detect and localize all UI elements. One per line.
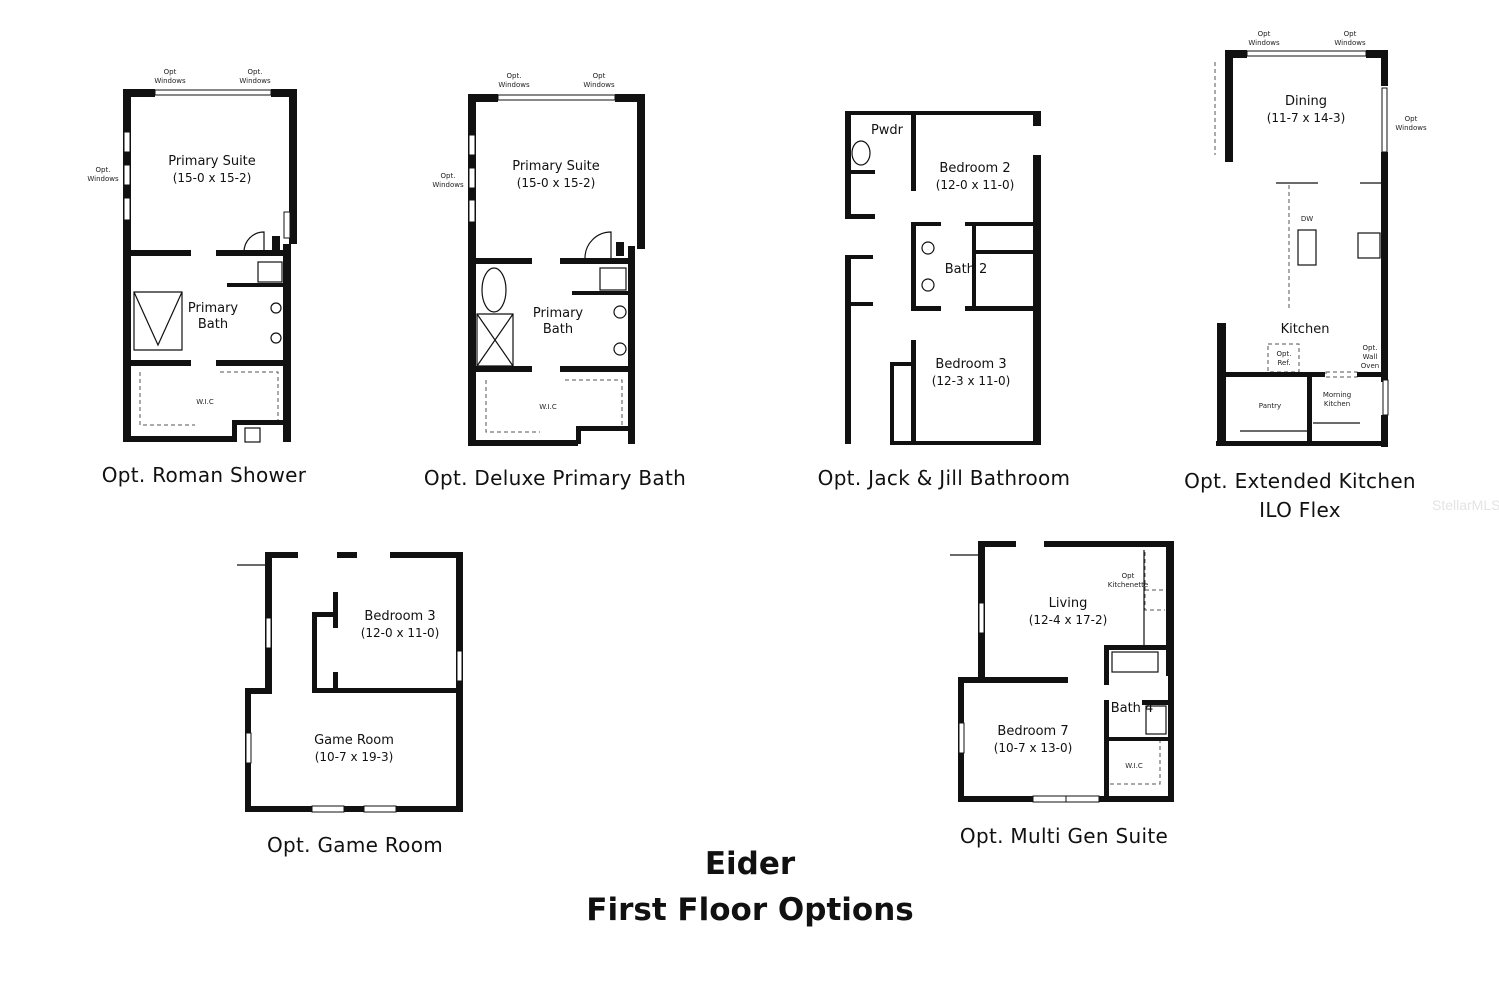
room-game-room: Game Room bbox=[314, 733, 394, 748]
room-bath-4: Bath 4 bbox=[1110, 701, 1154, 716]
room-pantry: Pantry bbox=[1258, 402, 1282, 410]
plan-jack-and-jill bbox=[845, 111, 1041, 445]
room-wic: W.I.C bbox=[1125, 762, 1143, 770]
room-primary-suite: Primary Suite bbox=[168, 154, 256, 169]
room-dimensions: (15-0 x 15-2) bbox=[172, 171, 252, 185]
watermark: StellarMLS bbox=[1432, 497, 1499, 513]
opt-windows-note: Opt.Windows bbox=[432, 172, 464, 189]
room-bedroom-3: Bedroom 3 bbox=[364, 609, 436, 624]
plan-game-room bbox=[237, 552, 463, 813]
title-model-name: Eider bbox=[704, 846, 796, 882]
opt-windows-note: Opt.Windows bbox=[239, 68, 271, 85]
page-title: Eider First Floor Options bbox=[586, 841, 913, 933]
plan-caption: Opt. Jack & Jill Bathroom bbox=[817, 466, 1071, 490]
dishwasher-label: DW bbox=[1300, 215, 1314, 223]
room-dimensions: (10-7 x 19-3) bbox=[314, 750, 394, 764]
room-dimensions: (12-0 x 11-0) bbox=[935, 178, 1015, 192]
plan-extended-kitchen bbox=[1214, 50, 1389, 447]
room-bath-2: Bath 2 bbox=[944, 262, 988, 277]
opt-windows-note: Opt.Windows bbox=[87, 166, 119, 183]
plan-caption: Opt. Game Room bbox=[266, 833, 444, 857]
room-pwdr: Pwdr bbox=[870, 123, 904, 138]
room-primary-suite: Primary Suite bbox=[512, 159, 600, 174]
room-dimensions: (12-4 x 17-2) bbox=[1028, 613, 1108, 627]
plan-caption: Opt. Deluxe Primary Bath bbox=[423, 466, 687, 490]
opt-ref-note: Opt.Ref. bbox=[1276, 350, 1292, 367]
room-wic: W.I.C bbox=[539, 403, 557, 411]
plan-caption: Opt. Multi Gen Suite bbox=[959, 824, 1169, 848]
opt-windows-note: Opt.Windows bbox=[498, 72, 530, 89]
room-bedroom-7: Bedroom 7 bbox=[997, 724, 1069, 739]
plan-roman-shower bbox=[123, 89, 297, 443]
room-dining: Dining bbox=[1285, 94, 1327, 109]
room-dimensions: (12-3 x 11-0) bbox=[931, 374, 1011, 388]
plan-multi-gen-suite bbox=[950, 541, 1174, 803]
room-dimensions: (11-7 x 14-3) bbox=[1266, 111, 1346, 125]
title-subtitle: First Floor Options bbox=[586, 892, 914, 928]
room-bedroom-3: Bedroom 3 bbox=[935, 357, 1007, 372]
room-kitchen: Kitchen bbox=[1280, 322, 1330, 337]
room-dimensions: (10-7 x 13-0) bbox=[993, 741, 1073, 755]
room-bedroom-2: Bedroom 2 bbox=[939, 161, 1011, 176]
plan-deluxe-primary-bath bbox=[468, 94, 645, 446]
plan-caption: Opt. Roman Shower bbox=[101, 463, 307, 487]
room-dimensions: (15-0 x 15-2) bbox=[516, 176, 596, 190]
room-living: Living bbox=[1048, 596, 1088, 611]
room-dimensions: (12-0 x 11-0) bbox=[360, 626, 440, 640]
room-wic: W.I.C bbox=[196, 398, 214, 406]
